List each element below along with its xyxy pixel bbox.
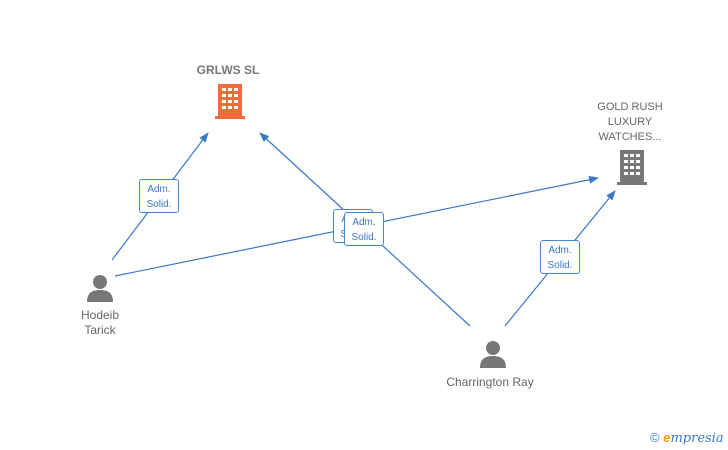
company-label-grlws[interactable]: GRLWS SL (196, 63, 260, 77)
copyright-symbol: © (650, 430, 660, 445)
relation-role: Solid. (547, 260, 573, 271)
building-icon[interactable] (616, 150, 648, 186)
company-label-goldrush[interactable]: GOLD RUSH LUXURY WATCHES... (580, 100, 680, 145)
person-label-line: Hodeib (80, 308, 120, 322)
relation-role: Adm. (548, 245, 572, 256)
person-icon[interactable] (86, 274, 114, 302)
relation-badge[interactable]: Adm. Solid. (139, 179, 179, 213)
relation-role: Adm. (352, 217, 376, 228)
person-label-hodeib[interactable]: Hodeib Tarick (50, 308, 150, 338)
relation-role: Solid. (351, 232, 377, 243)
relation-badge[interactable]: Adm. Solid. (344, 212, 384, 246)
brand-logo-e: e (663, 430, 671, 445)
relation-badge[interactable]: Adm. Solid. (540, 240, 580, 274)
person-label-line: Tarick (84, 323, 116, 337)
building-icon[interactable] (214, 84, 246, 120)
company-label-line: WATCHES... (598, 131, 662, 143)
relation-role: Adm. (147, 184, 171, 195)
company-label-line: LUXURY (607, 116, 653, 128)
footer-credit: © empresia (650, 430, 724, 446)
relation-role: Solid. (146, 199, 172, 210)
company-label-line: GOLD RUSH (597, 101, 663, 113)
brand-logo-text: mpresia (670, 431, 724, 446)
person-label-charrington[interactable]: Charrington Ray (446, 375, 534, 389)
person-icon[interactable] (479, 340, 507, 368)
